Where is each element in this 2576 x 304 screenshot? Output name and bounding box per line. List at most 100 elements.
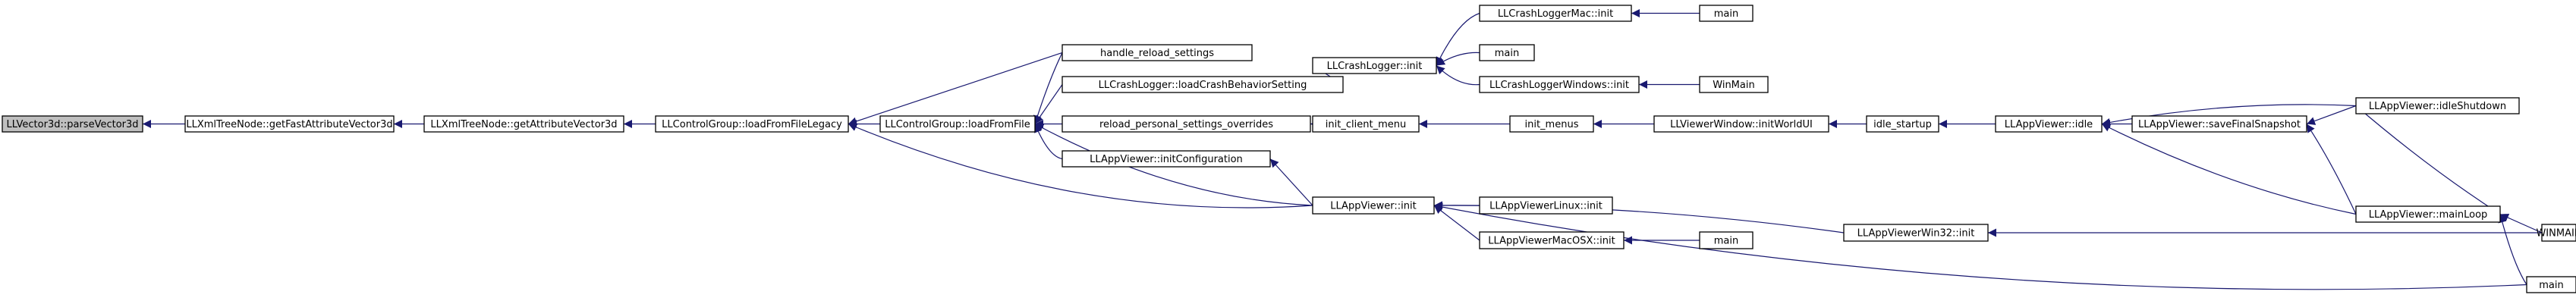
call-edge (1436, 65, 1480, 86)
call-edge (1433, 205, 1480, 241)
edge-layer (143, 9, 2543, 290)
focus-node: LLVector3d::parseVector3d (2, 115, 143, 133)
node-label: WinMain (1713, 80, 1754, 91)
function-node[interactable]: main (1479, 44, 1535, 61)
node-box (1062, 150, 1271, 168)
node-box (2355, 97, 2520, 114)
node-box (1479, 44, 1535, 61)
function-node[interactable]: WinMain (1699, 76, 1769, 93)
node-box (1699, 5, 1754, 22)
edge-n12-to-n9 (1436, 52, 1480, 67)
node-box (1312, 196, 1435, 215)
node-label: WINMAIN (2536, 228, 2576, 240)
function-node[interactable]: LLAppViewer::idle (1995, 115, 2103, 133)
node-label: LLCrashLoggerWindows::init (1489, 80, 1629, 91)
function-node[interactable]: LLAppViewer::mainLoop (2355, 205, 2501, 223)
function-node[interactable]: idle_startup (1866, 115, 1939, 133)
function-node[interactable]: LLXmlTreeNode::getFastAttributeVector3d (184, 115, 395, 133)
function-node[interactable]: LLAppViewer::idleShutdown (2355, 97, 2520, 114)
node-label: init_client_menu (1326, 119, 1406, 130)
node-label: main (2539, 280, 2563, 291)
node-label: main (1714, 236, 1738, 247)
node-box (655, 115, 849, 133)
node-box (2526, 276, 2576, 293)
call-edge (1034, 124, 1063, 160)
function-node[interactable]: LLControlGroup::loadFromFileLegacy (655, 115, 849, 133)
function-node[interactable]: main (2526, 276, 2576, 293)
function-node[interactable]: LLAppViewerWin32::init (1843, 224, 1989, 242)
node-label: LLAppViewer::mainLoop (2369, 209, 2488, 221)
node-box (1312, 57, 1437, 74)
node-box (1479, 5, 1632, 22)
call-edge (1436, 52, 1480, 67)
function-node[interactable]: init_client_menu (1312, 115, 1420, 133)
node-box (1062, 76, 1344, 93)
edge-n5-to-n3 (848, 52, 1063, 126)
function-node[interactable]: LLCrashLogger::init (1312, 57, 1437, 74)
function-node[interactable]: main (1699, 231, 1754, 249)
function-node[interactable]: LLAppViewerLinux::init (1479, 196, 1613, 215)
node-box (1653, 115, 1829, 133)
edge-n27-to-n24 (1433, 205, 1480, 241)
node-label: LLAppViewerWin32::init (1857, 228, 1975, 240)
function-node[interactable]: handle_reload_settings (1062, 44, 1253, 61)
call-edge (1269, 158, 1313, 206)
node-box (1062, 44, 1253, 61)
node-box (1479, 196, 1613, 215)
edge-n22-to-n20 (2306, 124, 2357, 215)
function-node[interactable]: WINMAIN (2536, 224, 2576, 242)
node-label: reload_personal_settings_overrides (1099, 119, 1273, 130)
node-box (2131, 115, 2307, 133)
node-label: LLAppViewer::idle (2005, 119, 2093, 130)
edge-n6-to-n4 (1034, 84, 1063, 124)
node-label: LLVector3d::parseVector3d (6, 119, 138, 130)
node-label: LLAppViewer::idleShutdown (2369, 101, 2506, 112)
function-node[interactable]: LLAppViewer::saveFinalSnapshot (2131, 115, 2307, 133)
function-node[interactable]: LLCrashLogger::loadCrashBehaviorSetting (1062, 76, 1344, 93)
node-box (1843, 224, 1989, 242)
node-box (1995, 115, 2103, 133)
node-label: LLAppViewer::saveFinalSnapshot (2138, 119, 2301, 130)
function-node[interactable]: LLAppViewer::initConfiguration (1062, 150, 1271, 168)
edge-n24-to-n8 (1269, 158, 1313, 206)
function-node[interactable]: LLViewerWindow::initWorldUI (1653, 115, 1829, 133)
node-label: LLAppViewer::initConfiguration (1090, 154, 1243, 165)
node-box (1509, 115, 1594, 133)
node-label: init_menus (1525, 119, 1579, 130)
node-box (1699, 76, 1769, 93)
node-label: LLAppViewer::init (1330, 201, 1416, 212)
edge-n24-to-n3 (848, 123, 1313, 208)
edge-n24-to-n4 (1034, 123, 1313, 206)
node-box (184, 115, 395, 133)
function-node[interactable]: LLAppViewer::init (1312, 196, 1435, 215)
node-label: LLCrashLogger::init (1327, 61, 1423, 72)
node-layer: LLVector3d::parseVector3d LLXmlTreeNode::… (2, 5, 2576, 293)
node-box (2, 115, 143, 133)
node-label: LLXmlTreeNode::getFastAttributeVector3d (186, 119, 392, 130)
call-edge (2101, 123, 2357, 215)
edge-n13-to-n9 (1436, 65, 1480, 86)
edge-n8-to-n4 (1034, 124, 1063, 160)
node-label: handle_reload_settings (1100, 48, 1214, 59)
function-node[interactable]: LLCrashLoggerWindows::init (1479, 76, 1640, 93)
function-node[interactable]: LLXmlTreeNode::getAttributeVector3d (423, 115, 624, 133)
call-edge (2306, 105, 2357, 125)
function-node[interactable]: LLControlGroup::loadFromFile (879, 115, 1036, 133)
call-edge (1033, 52, 1063, 124)
function-node[interactable]: LLCrashLoggerMac::init (1479, 5, 1632, 22)
node-label: main (1714, 8, 1738, 20)
function-node[interactable]: main (1699, 5, 1754, 22)
edge-n22-to-n21 (2355, 105, 2501, 215)
call-edge (2306, 124, 2357, 215)
node-box (1479, 76, 1640, 93)
function-node[interactable]: init_menus (1509, 115, 1594, 133)
function-node[interactable]: reload_personal_settings_overrides (1062, 115, 1311, 133)
node-label: main (1495, 48, 1519, 59)
node-label: LLAppViewerMacOSX::init (1488, 236, 1615, 247)
node-label: LLViewerWindow::initWorldUI (1670, 119, 1813, 130)
function-node[interactable]: LLAppViewerMacOSX::init (1479, 231, 1625, 249)
call-edge (1034, 84, 1063, 124)
node-label: LLXmlTreeNode::getAttributeVector3d (430, 119, 617, 130)
edge-n22-to-n19 (2101, 123, 2357, 215)
